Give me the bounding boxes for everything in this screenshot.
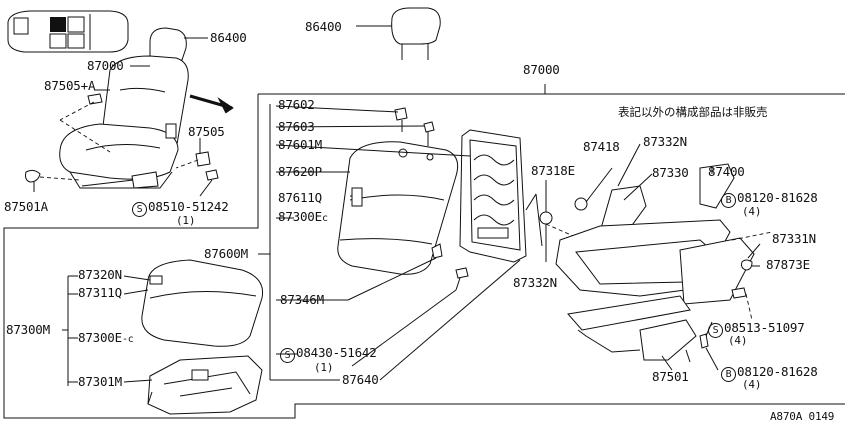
- label-87611q: 87611Q: [278, 190, 322, 205]
- seat-assembly-illustration: [25, 27, 219, 197]
- label-87620p: 87620P: [278, 164, 322, 179]
- label-87000-seat: 87000: [87, 58, 124, 73]
- s-symbol-icon: S: [132, 202, 147, 217]
- headrest-illustration: [356, 7, 441, 60]
- label-87318e: 87318E: [531, 163, 575, 178]
- seat-cushion-pad-illustration: [141, 259, 264, 347]
- label-87400: 87400: [708, 164, 745, 179]
- label-87332n-top: 87332N: [643, 134, 687, 149]
- label-87501a: 87501A: [4, 199, 48, 214]
- label-87300e-back: 87300Ec: [278, 209, 328, 225]
- label-87640: 87640: [342, 372, 379, 387]
- label-08120-top-qty: (4): [742, 205, 762, 218]
- s-symbol-icon: S: [708, 323, 723, 338]
- label-87505-a: 87505+A: [44, 78, 96, 93]
- seatback-frame-illustration: [459, 129, 543, 263]
- label-08120-bottom-qty: (4): [742, 378, 762, 391]
- label-87601m: 87601M: [278, 137, 322, 152]
- label-87301m: 87301M: [78, 374, 122, 389]
- label-08510-qty: (1): [176, 214, 196, 227]
- seatback-pad-illustration: [337, 141, 459, 275]
- small-fasteners: [394, 107, 469, 291]
- leader-lines: [62, 104, 761, 386]
- label-86400-headrest: 86400: [305, 19, 342, 34]
- label-08430-qty: (1): [314, 361, 334, 374]
- label-87300m: 87300M: [6, 322, 50, 337]
- label-08513-qty: (4): [728, 334, 748, 347]
- label-87331n: 87331N: [772, 231, 816, 246]
- label-87000-main: 87000: [523, 62, 560, 77]
- label-87332n-bottom: 87332N: [513, 275, 557, 290]
- label-87873e: 87873E: [766, 257, 810, 272]
- not-sold-note: 表記以外の構成部品は非販売: [618, 105, 768, 119]
- label-87346m: 87346M: [280, 292, 324, 307]
- vehicle-locator-inset: [7, 10, 129, 53]
- label-87330: 87330: [652, 165, 689, 180]
- label-87418: 87418: [583, 139, 620, 154]
- b-symbol-icon: B: [721, 193, 736, 208]
- drawing-code: A870A 0149: [770, 410, 835, 423]
- label-87602: 87602: [278, 97, 315, 112]
- seat-frame-rails-illustration: [555, 219, 773, 363]
- b-symbol-icon: B: [721, 367, 736, 382]
- label-87505: 87505: [188, 124, 225, 139]
- seat-cushion-frame-illustration: [147, 355, 263, 415]
- label-87320n: 87320N: [78, 267, 122, 282]
- label-87600m: 87600M: [204, 246, 248, 261]
- label-87300e-cushion: 87300E-c: [78, 330, 134, 346]
- label-86400-seat: 86400: [210, 30, 247, 45]
- s-symbol-icon: S: [280, 348, 295, 363]
- label-87501: 87501: [652, 369, 689, 384]
- label-87603: 87603: [278, 119, 315, 134]
- label-87311q: 87311Q: [78, 285, 122, 300]
